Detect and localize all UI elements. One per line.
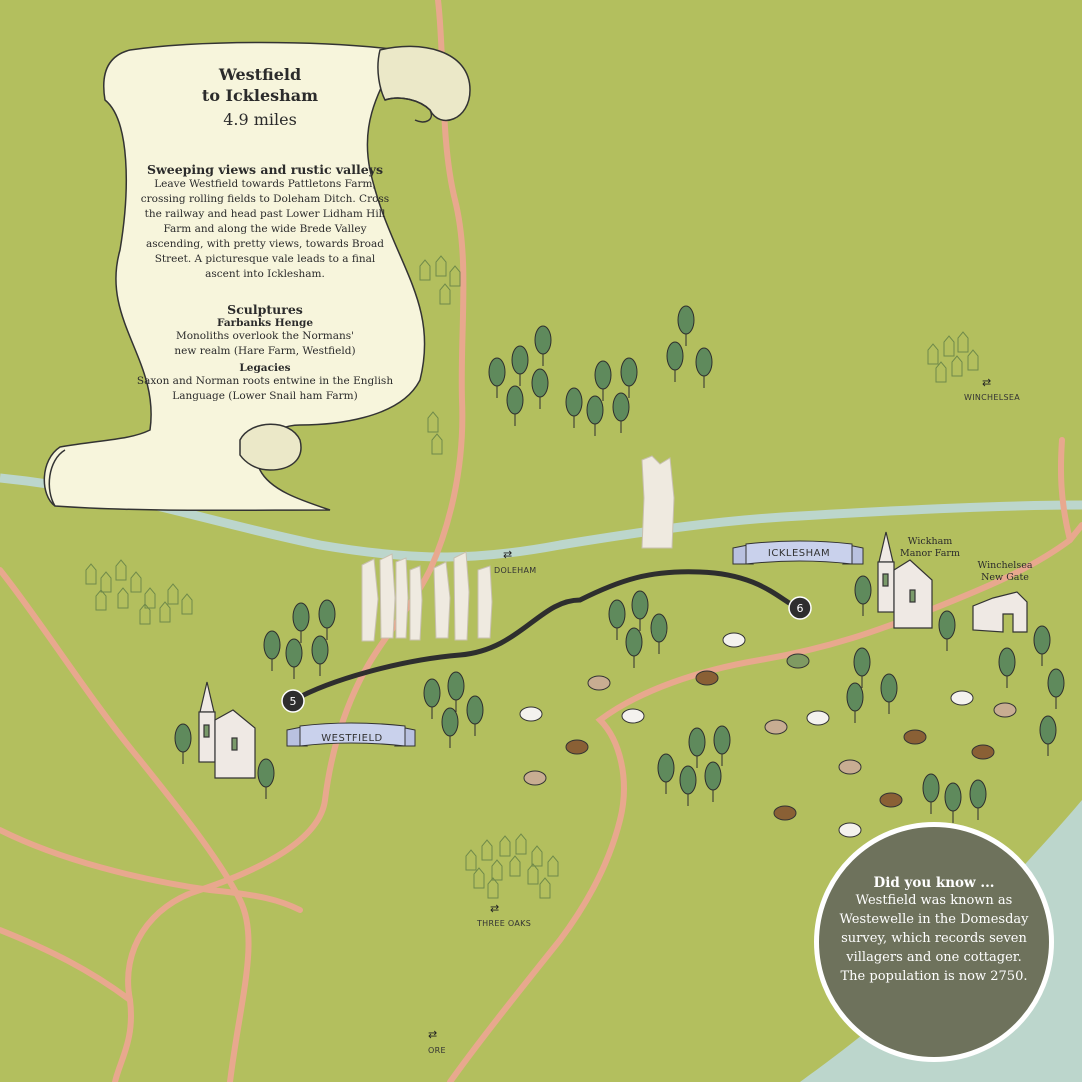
icklesham-label: ICKLESHAM [768, 548, 830, 559]
legacies-sculpture [641, 455, 675, 549]
route-start-marker: 5 [281, 689, 305, 713]
section1-body: Leave Westfield towards Pattletons Farm,… [140, 178, 390, 280]
westfield-label: WESTFIELD [321, 733, 382, 744]
village-winchelsea [927, 331, 979, 383]
icklesham-church [877, 531, 933, 629]
svg-text:5: 5 [290, 695, 297, 708]
ore-rail-icon: ⇄ [428, 1028, 438, 1041]
sculpture1-name: Farbanks Henge [216, 317, 314, 329]
village-north [419, 255, 461, 455]
village-westfield-west [85, 559, 193, 625]
did-you-know-panel: Did you know ... Westfield was known as … [814, 822, 1054, 1062]
route-distance: 4.9 miles [223, 110, 297, 129]
section1-heading: Sweeping views and rustic valleys [146, 162, 384, 177]
westfield-banner: WESTFIELD [286, 722, 416, 747]
icklesham-banner: ICKLESHAM [732, 540, 864, 565]
wickham-manor-farm-label: Wickham Manor Farm [900, 536, 960, 559]
sculpture1-body: Monoliths overlook the Normans' new real… [174, 330, 356, 357]
title-line-2: to Icklesham [201, 86, 319, 105]
westfield-church [198, 681, 256, 779]
doleham-label: Doleham [494, 566, 537, 575]
sculptures-heading: Sculptures [227, 302, 303, 317]
three-oaks-rail-icon: ⇄ [490, 902, 500, 915]
sculptures-section: Sculptures Farbanks Henge Monoliths over… [120, 302, 410, 404]
sheep [519, 632, 1017, 838]
route-title: Westfield to Icklesham [120, 64, 400, 106]
winchelsea-new-gate-label: Winchelsea New Gate [977, 560, 1033, 583]
village-three-oaks [465, 833, 559, 899]
svg-text:6: 6 [797, 602, 804, 615]
farbanks-henge-sculpture [361, 551, 493, 642]
three-oaks-label: Three Oaks [477, 919, 532, 928]
did-you-know-heading: Did you know ... [873, 875, 995, 891]
trees [174, 305, 1065, 823]
description-section: Sweeping views and rustic valleys Leave … [120, 162, 410, 282]
winchelsea-label: Winchelsea [964, 393, 1020, 402]
sculpture2-name: Legacies [239, 362, 291, 374]
ore-label: Ore [428, 1046, 446, 1055]
route-scroll [43, 41, 471, 512]
winchelsea-rail-icon: ⇄ [982, 376, 992, 389]
sculpture2-body: Saxon and Norman roots entwine in the En… [136, 375, 394, 402]
title-line-1: Westfield [218, 65, 302, 84]
doleham-rail-icon: ⇄ [503, 548, 513, 561]
did-you-know-body: Westfield was known as Westewelle in the… [839, 893, 1029, 984]
route-end-marker: 6 [788, 596, 812, 620]
village-houses [85, 255, 979, 899]
walking-route [291, 569, 801, 703]
river [0, 473, 1082, 562]
winchelsea-new-gate [972, 591, 1028, 633]
